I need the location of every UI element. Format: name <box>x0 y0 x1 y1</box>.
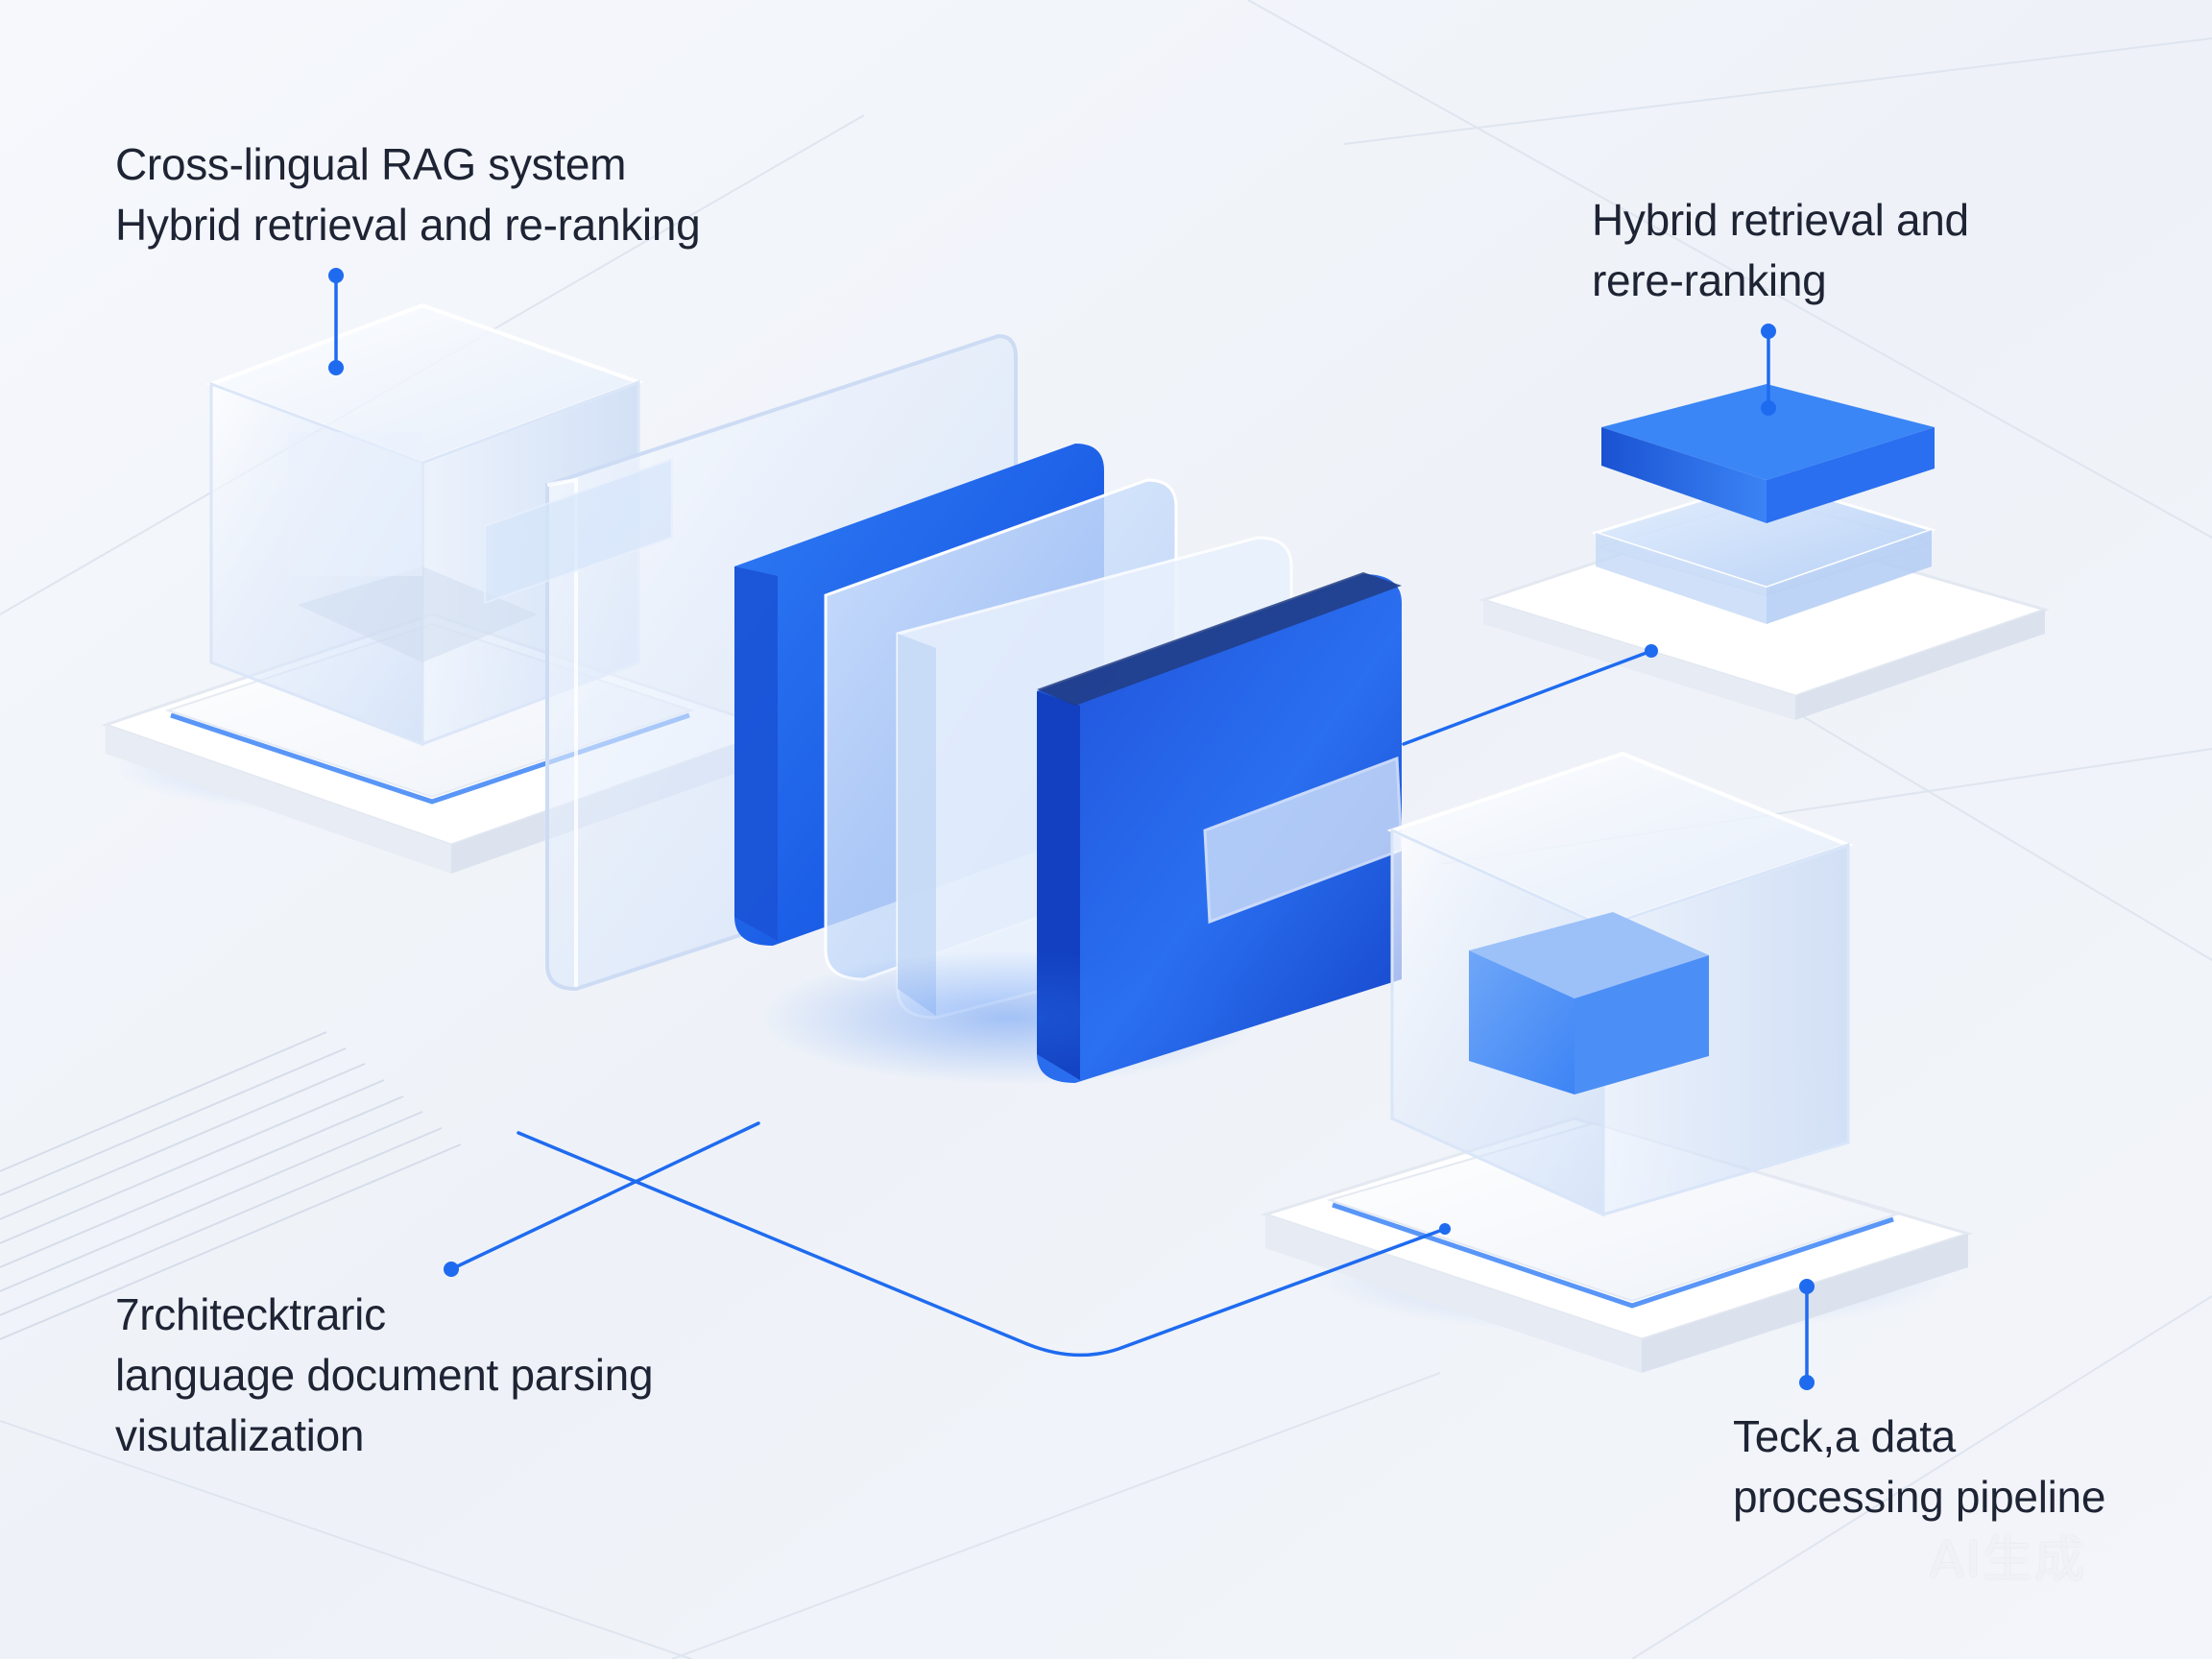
label-data-pipeline: Teck,a data processing pipeline <box>1733 1407 2105 1527</box>
label-bottom-right-line2: processing pipeline <box>1733 1472 2106 1522</box>
connector-floor-route <box>517 1131 1447 1358</box>
label-hybrid-retrieval: Hybrid retrieval and rere-ranking <box>1592 190 1969 311</box>
top-right-module <box>1479 384 2050 720</box>
connectors <box>334 274 1809 1384</box>
label-bottom-left-line3: visutalization <box>115 1410 365 1460</box>
floor-stripes <box>0 1031 462 1340</box>
label-bottom-left-line2: language document parsing <box>115 1350 654 1400</box>
label-bottom-left-line1: 7rchiteckt​raric <box>115 1289 386 1339</box>
label-top-right-line2: rere-ranking <box>1592 255 1827 305</box>
label-top-left-line2: Hybrid retrieval and re-ranking <box>115 200 701 250</box>
label-top-right-line1: Hybrid retrieval and <box>1592 195 1969 245</box>
connector-dots <box>328 268 1815 1390</box>
connector-pipeline-to-ranking <box>1402 649 1653 746</box>
connector-bottom-left <box>449 1121 760 1271</box>
central-pipeline <box>484 333 1404 1085</box>
label-cross-lingual-rag: Cross-lingual RAG system Hybrid retrieva… <box>115 134 701 255</box>
ai-generated-watermark: AI生成 <box>1930 1531 2086 1589</box>
bottom-right-module <box>1261 751 1974 1373</box>
label-top-left-line1: Cross-lingual RAG system <box>115 139 627 189</box>
label-bottom-right-line1: Teck,a data <box>1733 1411 1956 1461</box>
label-document-parsing: 7rchiteckt​raric language document parsi… <box>115 1285 654 1466</box>
